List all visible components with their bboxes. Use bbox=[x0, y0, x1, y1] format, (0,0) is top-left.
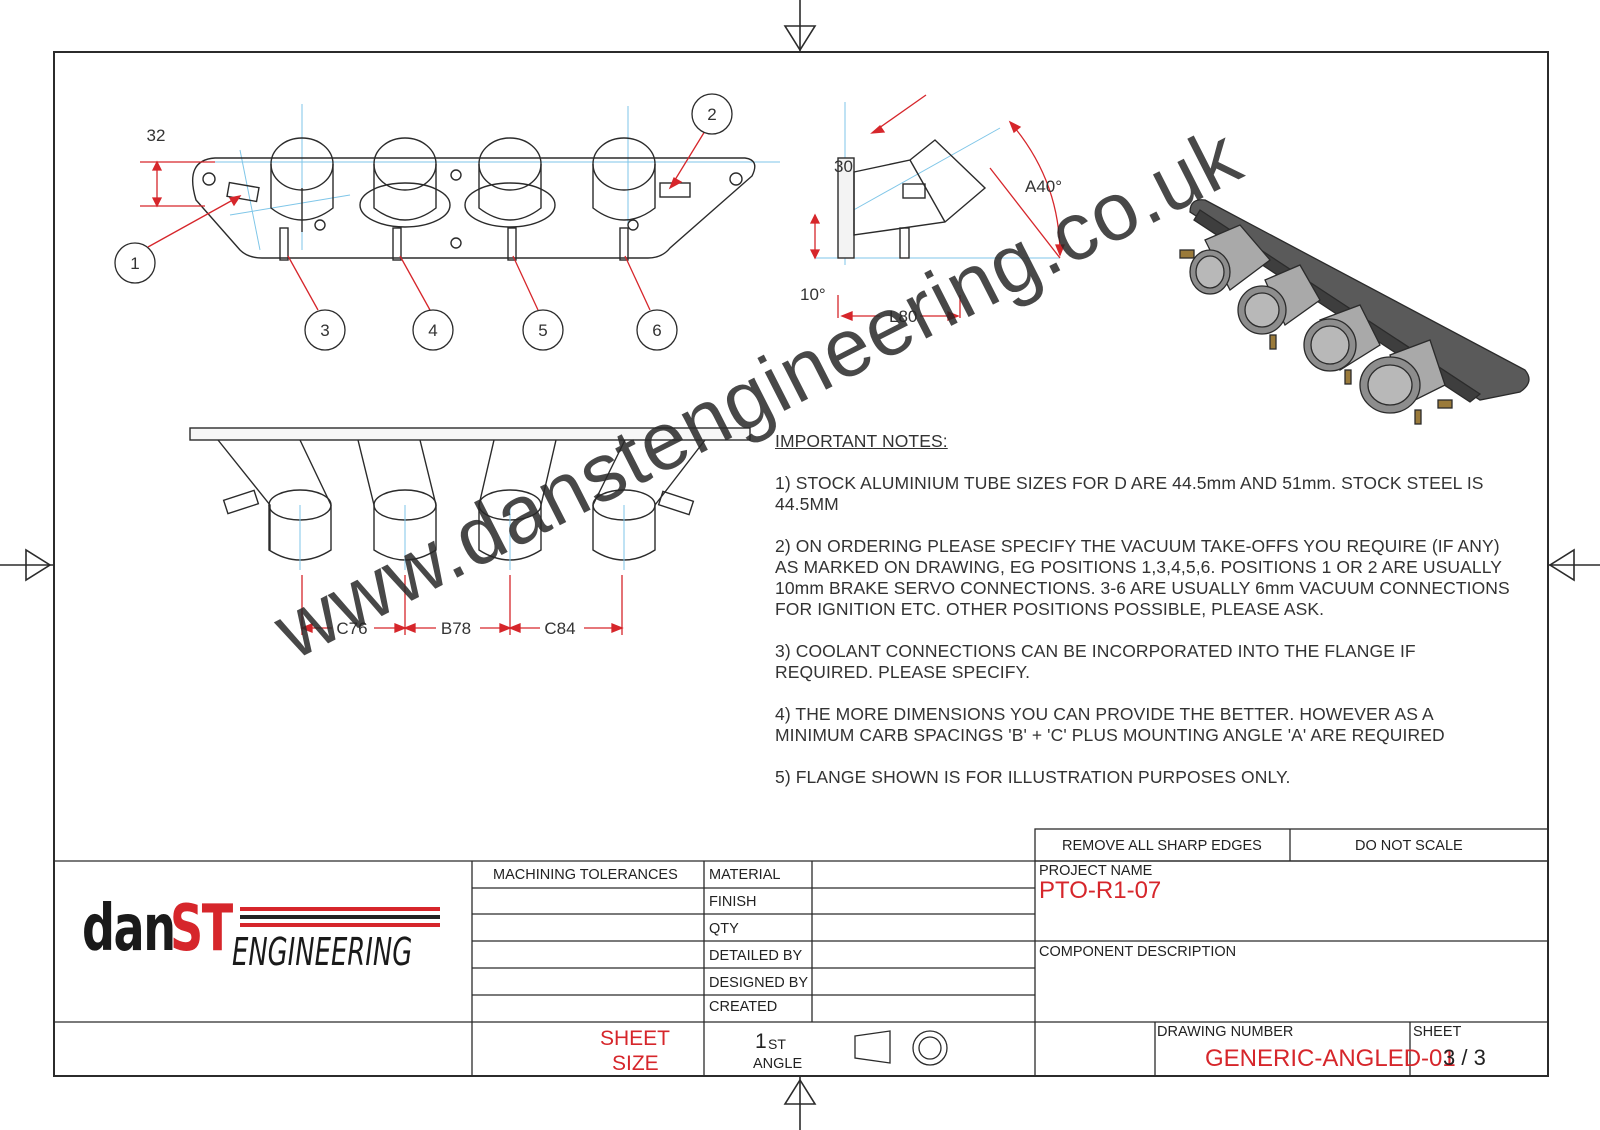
side-view bbox=[815, 102, 1060, 265]
remove-sharp-edges: REMOVE ALL SHARP EDGES bbox=[1062, 838, 1262, 854]
projection-circle-inner bbox=[918, 1036, 942, 1060]
sheet-size-line2: SIZE bbox=[612, 1052, 659, 1075]
callout-4-text: 4 bbox=[428, 321, 437, 340]
project-name-value: PTO-R1-07 bbox=[1039, 877, 1162, 904]
project-name-label: PROJECT NAME bbox=[1039, 863, 1153, 879]
field-designed-by: DESIGNED BY bbox=[709, 975, 809, 991]
callout-5-text: 5 bbox=[538, 321, 547, 340]
callout-4 bbox=[412, 309, 454, 351]
note-2: 2) ON ORDERING PLEASE SPECIFY THE VACUUM… bbox=[775, 536, 1510, 619]
note-5: 5) FLANGE SHOWN IS FOR ILLUSTRATION PURP… bbox=[775, 767, 1291, 787]
do-not-scale: DO NOT SCALE bbox=[1355, 838, 1463, 854]
front-tube-1 bbox=[270, 137, 334, 232]
sheet-border bbox=[53, 51, 1549, 1077]
field-material: MATERIAL bbox=[709, 867, 781, 883]
important-notes: IMPORTANT NOTES: 1) STOCK ALUMINIUM TUBE… bbox=[775, 431, 1510, 809]
notes-heading: IMPORTANT NOTES: bbox=[775, 431, 948, 451]
dim-b78-text: B78 bbox=[441, 619, 471, 638]
note-4: 4) THE MORE DIMENSIONS YOU CAN PROVIDE T… bbox=[775, 704, 1445, 745]
note-1: 1) STOCK ALUMINIUM TUBE SIZES FOR D ARE … bbox=[775, 473, 1484, 514]
field-detailed-by: DETAILED BY bbox=[709, 948, 803, 964]
logo-dan: dan bbox=[82, 892, 176, 966]
dim-l80-text: L80 bbox=[889, 307, 917, 326]
callout-3-text: 3 bbox=[320, 321, 329, 340]
dim-a40-text: A40° bbox=[1025, 177, 1062, 196]
isometric-view bbox=[1179, 199, 1530, 425]
logo-stripes bbox=[240, 907, 440, 927]
field-finish: FINISH bbox=[709, 894, 757, 910]
callout-1 bbox=[114, 242, 156, 284]
field-qty: QTY bbox=[709, 921, 739, 937]
front-view bbox=[180, 104, 780, 261]
dim-32-text: 32 bbox=[147, 126, 166, 145]
sheet-size-line1: SHEET bbox=[600, 1027, 671, 1050]
logo-st: ST bbox=[170, 892, 233, 966]
top-view bbox=[189, 427, 751, 570]
callout-2-text: 2 bbox=[707, 105, 716, 124]
top-tube-1 bbox=[217, 439, 332, 561]
callout-1-text: 1 bbox=[130, 254, 139, 273]
top-tube-2 bbox=[357, 439, 437, 561]
projection-angle-suffix: ST bbox=[768, 1036, 786, 1052]
callout-6-text: 6 bbox=[652, 321, 661, 340]
company-logo: dan ST ENGINEERING bbox=[82, 892, 462, 982]
dim-10deg-text: 10° bbox=[800, 285, 826, 304]
projection-cone-symbol bbox=[854, 1030, 891, 1064]
side-dimensions bbox=[809, 94, 1065, 321]
component-description-label: COMPONENT DESCRIPTION bbox=[1039, 944, 1237, 960]
drawing-number-label: DRAWING NUMBER bbox=[1157, 1024, 1294, 1040]
machining-tolerances: MACHINING TOLERANCES bbox=[493, 867, 678, 883]
drawing-number-value: GENERIC-ANGLED-01 bbox=[1205, 1045, 1456, 1072]
front-spigots bbox=[226, 181, 691, 261]
callout-2 bbox=[691, 93, 733, 135]
top-dimensions bbox=[300, 575, 624, 635]
dim-c76-text: C76 bbox=[336, 619, 367, 638]
projection-angle-number: 1 bbox=[755, 1030, 767, 1053]
front-tube-2 bbox=[359, 137, 451, 228]
field-created: CREATED bbox=[709, 999, 778, 1015]
projection-circle-outer bbox=[912, 1030, 948, 1066]
callout-5 bbox=[522, 309, 564, 351]
front-tube-3 bbox=[464, 137, 556, 228]
sheet-value: 3 / 3 bbox=[1443, 1045, 1486, 1070]
sheet-label: SHEET bbox=[1413, 1024, 1462, 1040]
title-block-grid bbox=[54, 828, 1549, 1076]
dim-c84-text: C84 bbox=[544, 619, 575, 638]
projection-angle-word: ANGLE bbox=[753, 1056, 803, 1072]
note-3: 3) COOLANT CONNECTIONS CAN BE INCORPORAT… bbox=[775, 641, 1416, 682]
callout-3 bbox=[304, 309, 346, 351]
top-tube-4 bbox=[592, 439, 706, 561]
front-callouts bbox=[114, 93, 733, 351]
dim-30-text: 30 bbox=[834, 157, 853, 176]
top-tube-3 bbox=[478, 439, 557, 561]
front-tube-4 bbox=[592, 137, 656, 221]
callout-6 bbox=[636, 309, 678, 351]
logo-engineering: ENGINEERING bbox=[232, 930, 413, 974]
front-dimensions bbox=[140, 130, 706, 311]
